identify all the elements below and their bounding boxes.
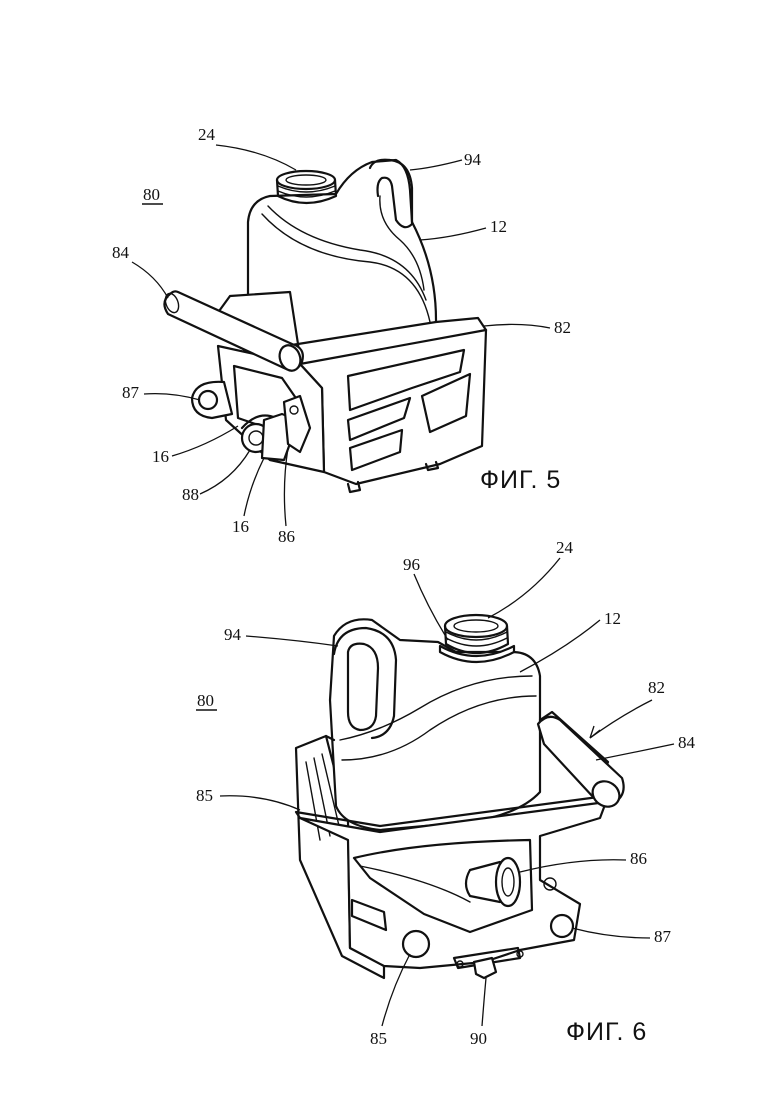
fig5-leader-fitting — [200, 450, 250, 494]
fig6-leader-handle-bar — [596, 744, 674, 760]
fig6-leader-cap — [488, 558, 560, 618]
fig6-label-container: 12 — [604, 609, 621, 628]
fig6-caption: ФИГ. 6 — [566, 1018, 647, 1046]
fig5-label-lug: 87 — [122, 383, 140, 402]
fig5-leader-cap — [216, 145, 296, 170]
fig5-leader-valve-left — [172, 426, 238, 456]
fig5-leader-container — [420, 228, 486, 240]
fig5-label-valve-bottom: 16 — [232, 517, 249, 536]
fig5-leader-frame — [484, 324, 550, 328]
fig5-label-container: 12 — [490, 217, 507, 236]
fig5-leader-handle-bar — [132, 262, 168, 298]
fig6-label-frame: 82 — [648, 678, 665, 697]
fig6-leader-side — [220, 796, 300, 810]
fig6-leader-frame — [590, 700, 652, 738]
fig6-label-hole: 85 — [370, 1029, 387, 1048]
fig6-label-handle: 94 — [224, 625, 242, 644]
fig6-leader-frame-arrow — [590, 726, 600, 738]
fig5-label-handle: 94 — [464, 150, 482, 169]
fig6-leader-handle — [246, 636, 338, 646]
fig5-label-handle-bar: 84 — [112, 243, 130, 262]
fig6-label-handle-bar: 84 — [678, 733, 696, 752]
fig6-label-cap: 24 — [556, 538, 574, 557]
fig5-label-cap: 24 — [198, 125, 216, 144]
figure-6: 24 96 94 12 80 82 84 85 86 87 85 90 ФИГ.… — [196, 538, 696, 1048]
fig5-label-pivot: 86 — [278, 527, 295, 546]
fig6-label-lug: 87 — [654, 927, 672, 946]
fig6-label-pivot: 86 — [630, 849, 647, 868]
fig6-leader-collar — [414, 574, 448, 640]
fig5-leader-handle — [410, 160, 462, 170]
fig5-label-fitting: 88 — [182, 485, 199, 504]
fig6-label-latch: 90 — [470, 1029, 487, 1048]
fig5-caption: ФИГ. 5 — [480, 466, 561, 494]
fig5-label-frame: 82 — [554, 318, 571, 337]
fig5-leader-valve-bottom — [244, 458, 264, 516]
fig5-label-valve-left: 16 — [152, 447, 169, 466]
fig6-latch — [474, 958, 496, 978]
fig6-leader-lug — [572, 928, 650, 938]
fig5-assembly-ref: 80 — [143, 185, 160, 204]
fig6-label-collar: 96 — [403, 555, 420, 574]
fig6-hole-87 — [551, 915, 573, 937]
fig6-leader-latch — [482, 978, 486, 1026]
fig6-assembly-ref: 80 — [197, 691, 214, 710]
fig6-hole-85 — [403, 931, 429, 957]
fig6-pivot-disc — [496, 858, 520, 906]
fig6-label-side: 85 — [196, 786, 213, 805]
figure-5: 24 94 12 80 84 82 87 16 88 16 86 ФИГ. 5 — [112, 125, 571, 546]
